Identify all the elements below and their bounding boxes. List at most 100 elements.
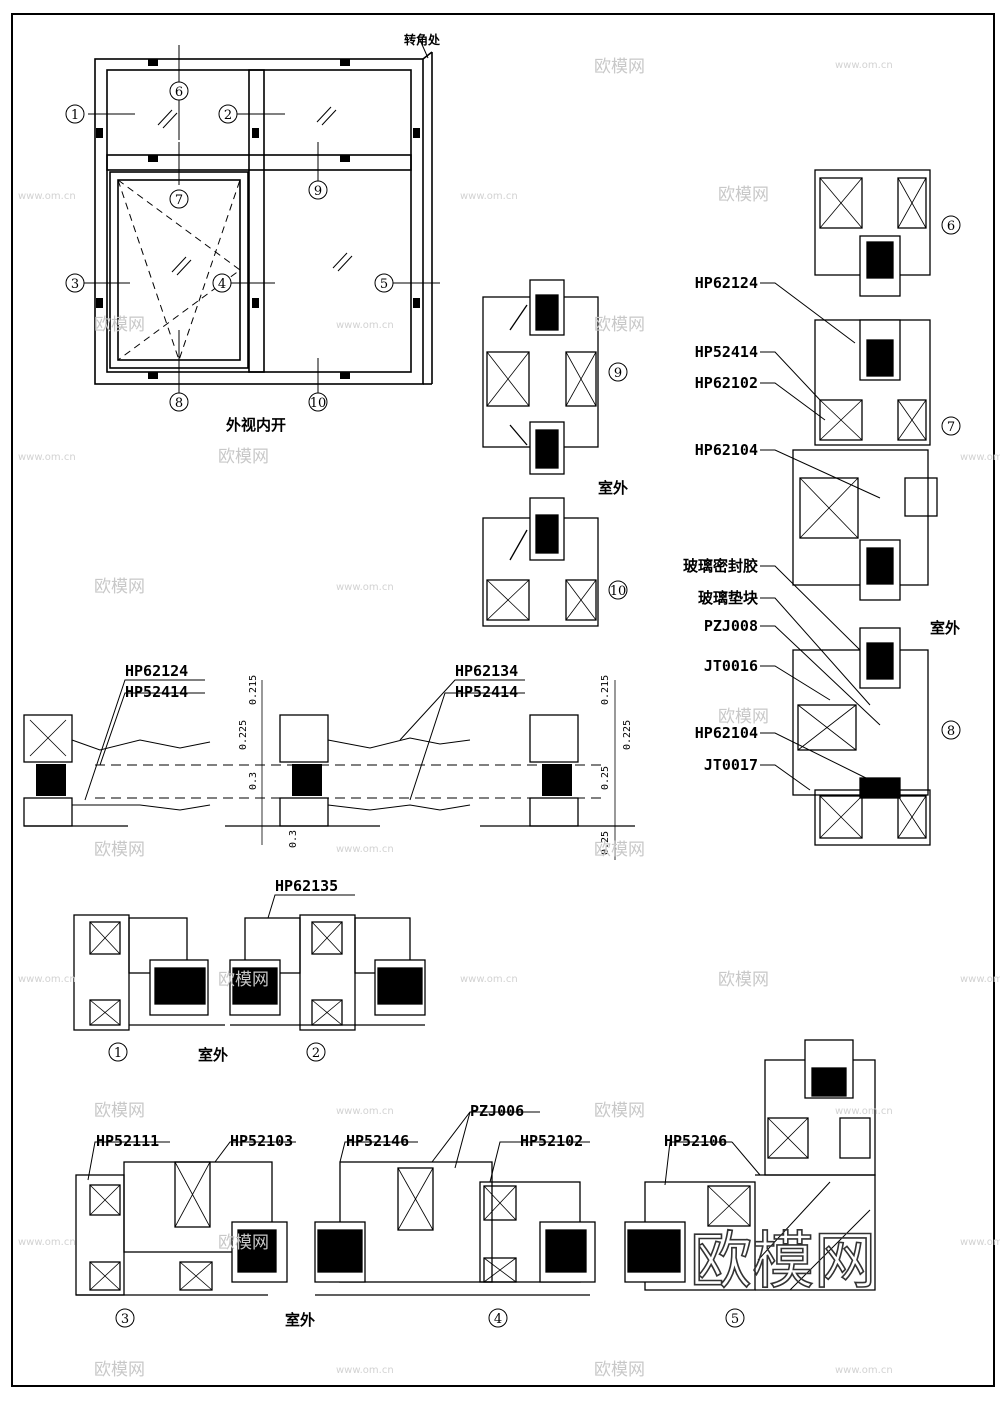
section-5-marker: 5 — [731, 1312, 739, 1327]
section-10-marker: 10 — [610, 584, 627, 599]
label-hp52103: HP52103 — [230, 1132, 293, 1150]
dimension-7: 0.25 — [600, 831, 611, 855]
watermark-url: www.om.cn — [960, 452, 1000, 463]
watermark-brand: 欧模网 — [218, 447, 269, 467]
watermark-url: www.om.cn — [18, 191, 76, 202]
dimension-0: 0.215 — [248, 675, 259, 705]
watermark-brand: 欧模网 — [594, 840, 645, 860]
watermark-url: www.om.cn — [460, 191, 518, 202]
watermark-brand: 欧模网 — [218, 1233, 269, 1253]
label-hp52414-mid: HP52414 — [125, 683, 188, 701]
horizontal-section — [23, 714, 635, 827]
watermark-brand: 欧模网 — [718, 185, 769, 205]
label-jt0016: JT0016 — [704, 657, 758, 675]
watermark-logo-large: 欧模网 — [690, 1224, 876, 1297]
dimension-5: 0.225 — [622, 720, 633, 750]
section-3-marker: 3 — [121, 1312, 129, 1327]
outdoor-label-right: 室外 — [930, 619, 960, 637]
dimension-1: 0.225 — [238, 720, 249, 750]
elevation-blocks — [96, 59, 420, 379]
watermark-url: www.om.cn — [835, 1365, 893, 1376]
label-hp62104-upper: HP62104 — [695, 441, 758, 459]
marker-2: 2 — [224, 108, 232, 123]
label-glass-sealant: 玻璃密封胶 — [683, 557, 758, 575]
marker-6: 6 — [175, 85, 183, 100]
watermark-url: www.om.cn — [336, 1365, 394, 1376]
label-glass-block: 玻璃垫块 — [698, 589, 759, 607]
section-3 — [75, 1161, 288, 1296]
section-9 — [482, 279, 599, 475]
marker-1: 1 — [71, 108, 79, 123]
label-hp62124-right: HP62124 — [695, 274, 758, 292]
leader-hp62135 — [267, 894, 355, 919]
leader-lines-mid — [84, 679, 525, 801]
watermark-url: www.om.cn — [18, 452, 76, 463]
label-hp52102: HP52102 — [520, 1132, 583, 1150]
section-4-marker: 4 — [494, 1312, 502, 1327]
label-hp62124-mid: HP62124 — [125, 662, 188, 680]
watermark-brand: 欧模网 — [594, 57, 645, 77]
section-6 — [814, 169, 931, 297]
dimension-lines — [261, 680, 616, 860]
watermark-url: www.om.cn — [18, 1237, 76, 1248]
watermark-brand: 欧模网 — [94, 315, 145, 335]
watermark-brand: 欧模网 — [94, 1360, 145, 1380]
elevation-title: 外视内开 — [225, 416, 286, 434]
label-hp52146: HP52146 — [346, 1132, 409, 1150]
watermark-url: www.om.cn — [835, 60, 893, 71]
marker-9: 9 — [314, 184, 322, 199]
horizontal-section-fill — [36, 764, 572, 796]
label-hp62102-right: HP62102 — [695, 374, 758, 392]
watermark-brand: 欧模网 — [718, 970, 769, 990]
section-7-marker: 7 — [947, 420, 955, 435]
window-elevation — [82, 39, 440, 395]
dimension-3: 0.3 — [288, 830, 299, 848]
watermark-brand: 欧模网 — [218, 970, 269, 990]
section-1-marker: 1 — [114, 1046, 122, 1061]
label-hp52111: HP52111 — [96, 1132, 159, 1150]
section-10 — [482, 497, 599, 627]
dimension-set: 0.215 0.225 0.3 0.3 0.215 0.225 0.25 0.2… — [238, 675, 633, 855]
label-jt0017: JT0017 — [704, 756, 758, 774]
section-2-marker: 2 — [312, 1046, 320, 1061]
dimension-6: 0.25 — [600, 766, 611, 790]
outdoor-label-12: 室外 — [198, 1046, 228, 1064]
section-5 — [624, 1039, 876, 1291]
watermark-brand: 欧模网 — [594, 1101, 645, 1121]
label-hp62135: HP62135 — [275, 877, 338, 895]
label-pzj006: PZJ006 — [470, 1102, 524, 1120]
label-hp62134: HP62134 — [455, 662, 518, 680]
watermark-brand: 欧模网 — [94, 1101, 145, 1121]
marker-10: 10 — [310, 396, 327, 411]
watermark-url: www.om.cn — [18, 974, 76, 985]
label-hp62104-lower: HP62104 — [695, 724, 758, 742]
section-8-marker: 8 — [947, 724, 955, 739]
section-9-marker: 9 — [614, 366, 622, 381]
section-6-marker: 6 — [947, 219, 955, 234]
marker-8: 8 — [175, 396, 183, 411]
label-hp52414-mid2: HP52414 — [455, 683, 518, 701]
watermark-layer: 欧模网 www.om.cn 欧模网 www.om.cn www.om.cn 欧模… — [18, 57, 1000, 1380]
watermark-url: www.om.cn — [460, 974, 518, 985]
section-1 — [73, 914, 225, 1031]
dimension-4: 0.215 — [600, 675, 611, 705]
watermark-brand: 欧模网 — [718, 707, 769, 727]
marker-7: 7 — [175, 193, 183, 208]
watermark-url: www.om.cn — [336, 582, 394, 593]
watermark-url: www.om.cn — [960, 974, 1000, 985]
marker-3: 3 — [71, 277, 79, 292]
elevation-markers — [65, 81, 394, 412]
sheet-border — [11, 13, 995, 1387]
watermark-brand: 欧模网 — [594, 1360, 645, 1380]
leader-lines-bottom — [87, 1111, 761, 1186]
marker-4: 4 — [218, 277, 226, 292]
label-hp52414-right: HP52414 — [695, 343, 758, 361]
watermark-url: www.om.cn — [336, 320, 394, 331]
section-7 — [792, 319, 938, 601]
outdoor-label-mid: 室外 — [598, 479, 628, 497]
watermark-url: www.om.cn — [336, 844, 394, 855]
outdoor-label-345: 室外 — [285, 1311, 315, 1329]
label-pzj008: PZJ008 — [704, 617, 758, 635]
section-4 — [314, 1161, 596, 1296]
